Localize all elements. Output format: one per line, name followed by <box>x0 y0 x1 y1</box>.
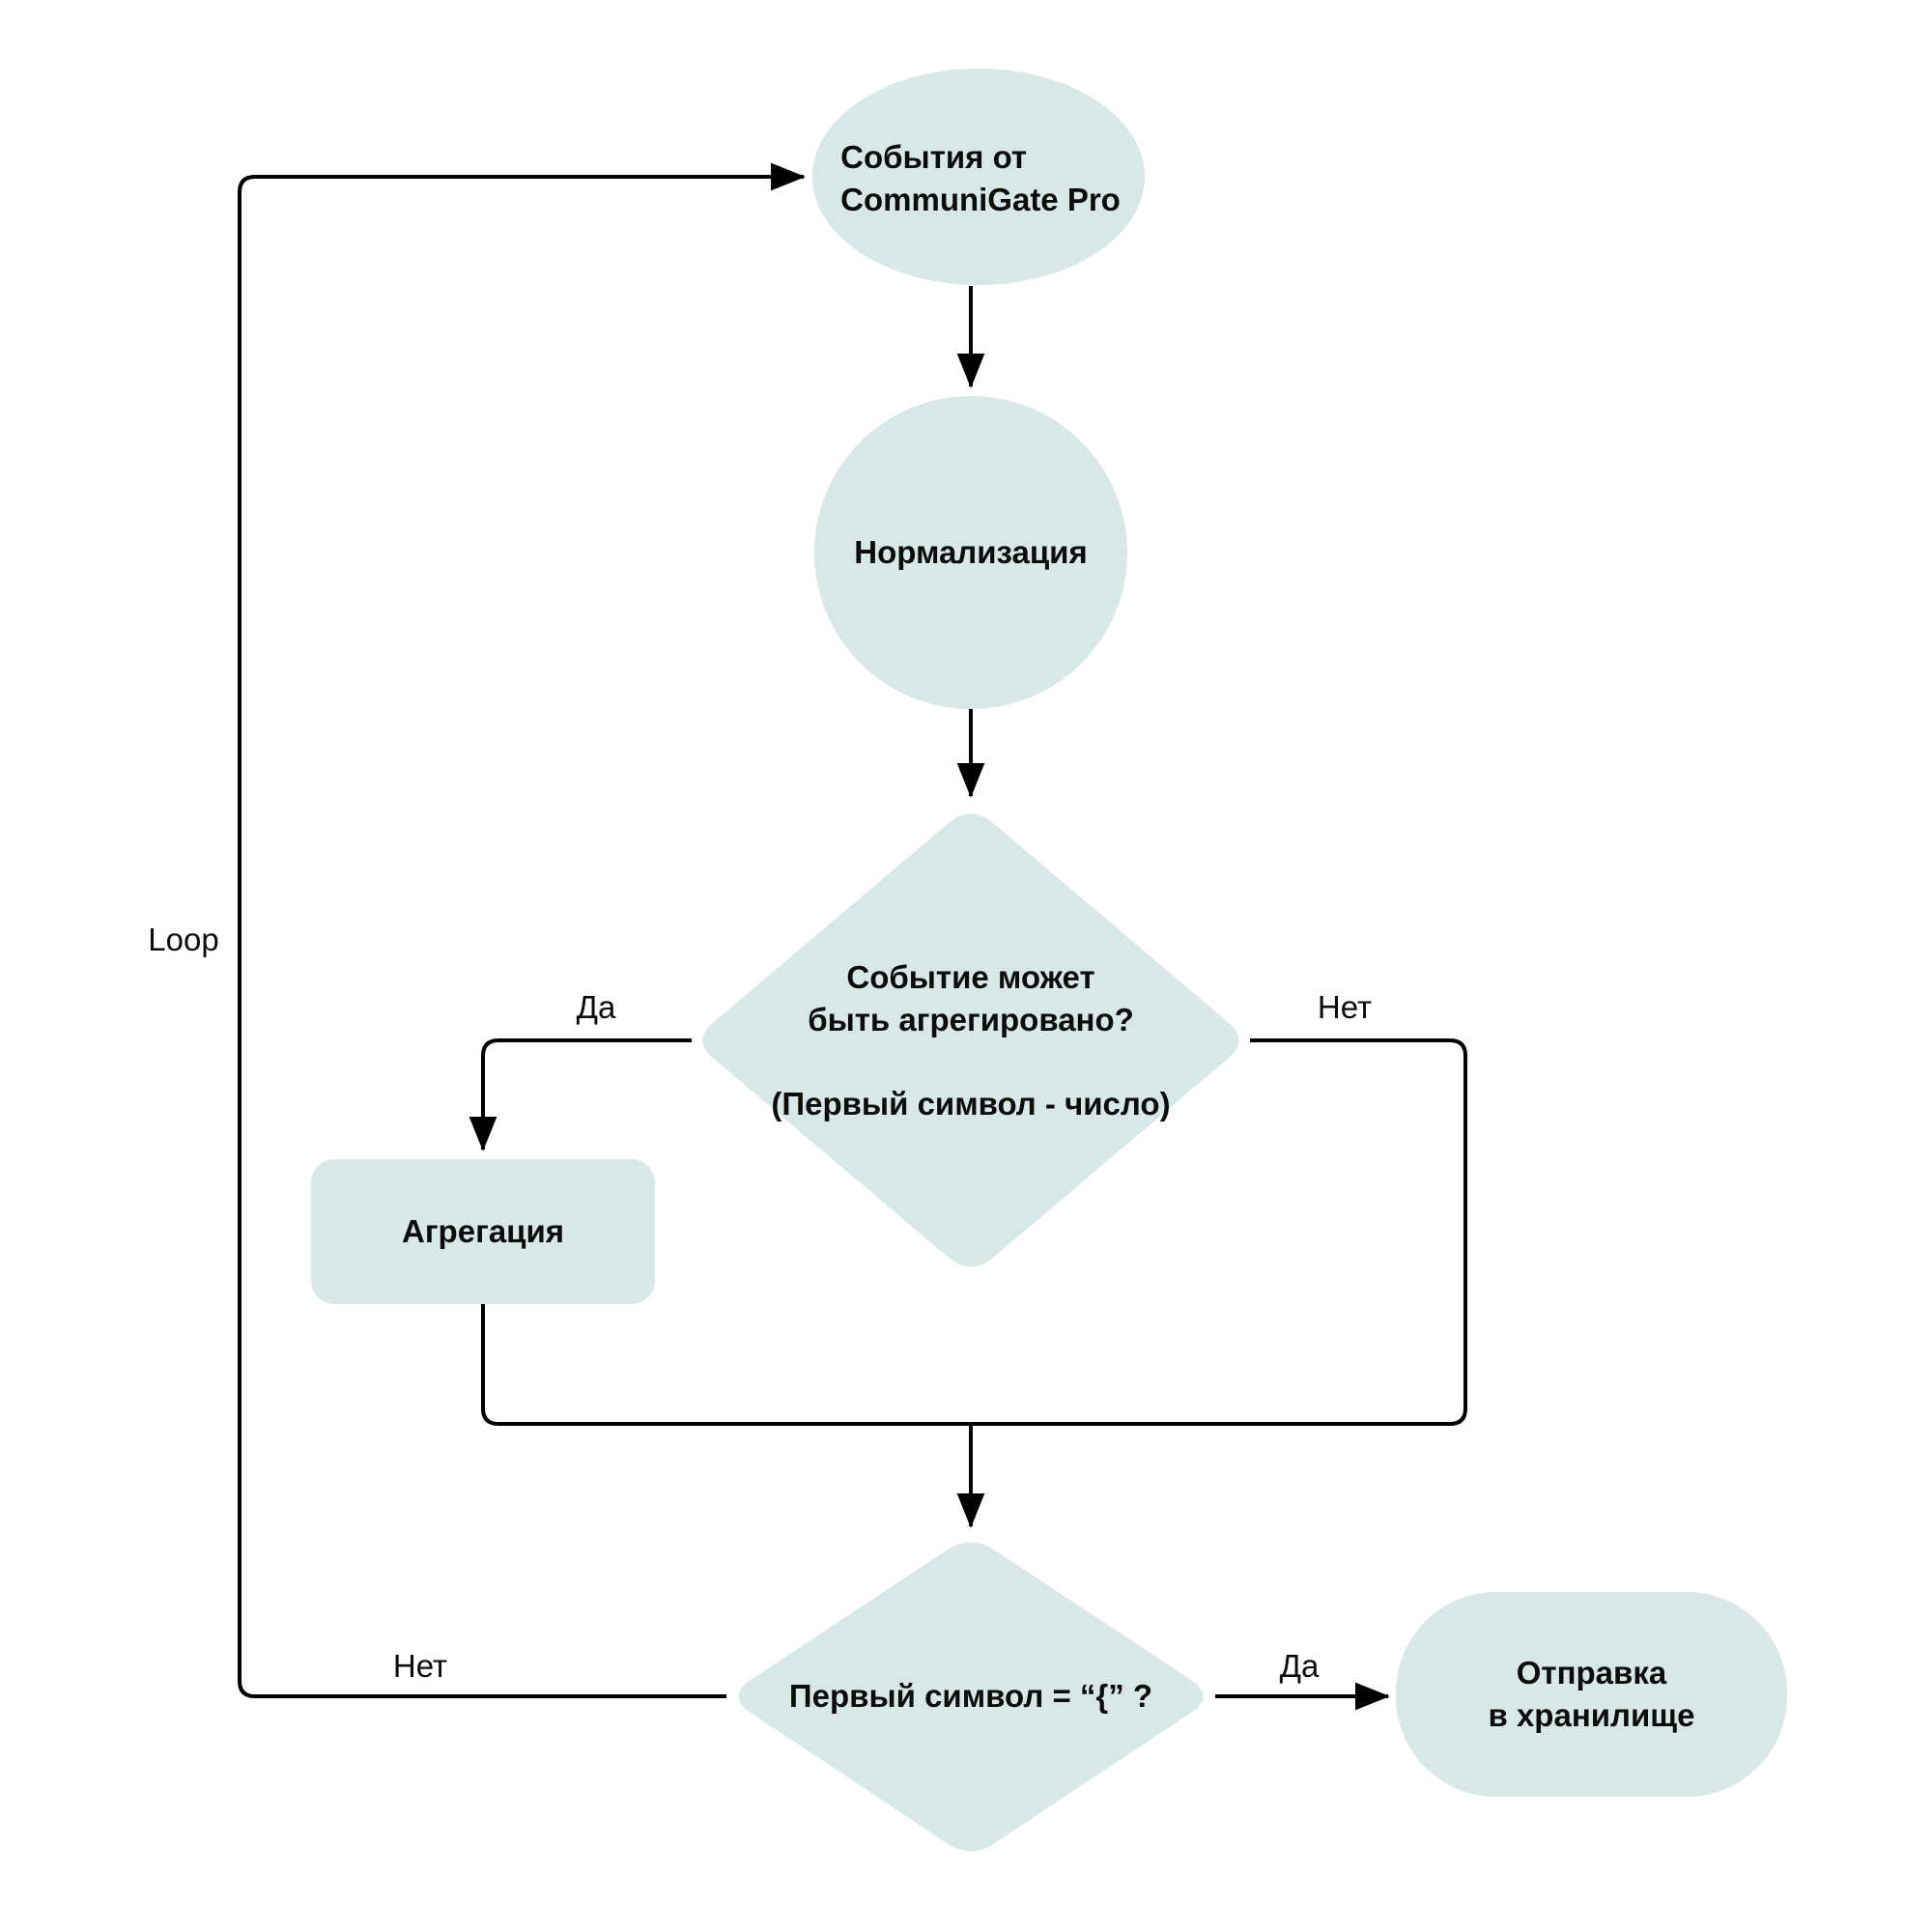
edge-loop-to-start <box>238 162 806 1698</box>
storage-pill <box>1396 1592 1787 1797</box>
first-char-check-diamond <box>738 1542 1204 1852</box>
normalization-circle <box>814 396 1127 709</box>
start-ellipse <box>812 69 1145 285</box>
connectors <box>238 162 1467 1711</box>
aggregation-check-diamond <box>702 813 1239 1267</box>
edge-merge-no-and-aggregation <box>481 1038 1467 1426</box>
shapes <box>311 69 1787 1852</box>
edge-aggregation-check-yes <box>469 1038 692 1151</box>
aggregation-rect <box>311 1159 655 1304</box>
